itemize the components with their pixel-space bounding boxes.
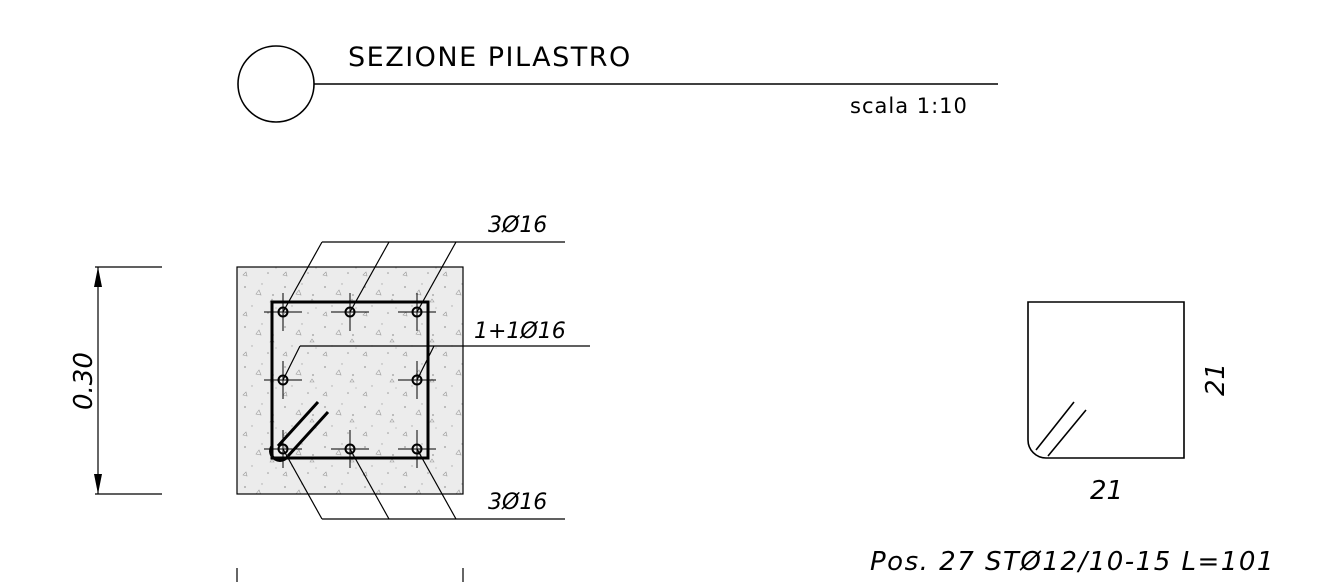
leader-side-bars xyxy=(282,345,590,381)
dim-arrow-bottom xyxy=(94,474,102,494)
stirrup-side-dimension: 21 xyxy=(1201,363,1231,396)
section-title: SEZIONE PILASTRO xyxy=(348,42,632,73)
height-dimension: 0.30 xyxy=(69,266,162,495)
section-hook-line-1 xyxy=(276,400,320,448)
title-block: SEZIONE PILASTRO scala 1:10 xyxy=(237,42,998,123)
scale-label: scala 1:10 xyxy=(850,94,968,118)
leader-top-bars xyxy=(282,241,565,313)
height-dimension-label: 0.30 xyxy=(69,352,99,410)
side-bars-label: 1+1Ø16 xyxy=(474,319,566,344)
column-section: 3Ø16 1+1Ø16 3Ø16 xyxy=(236,213,590,520)
stirrup-hook-line-2 xyxy=(1047,409,1087,457)
stirrup-detail: 21 21 Pos. 27 STØ12/10-15 L=101 xyxy=(870,301,1275,577)
top-bars-label: 3Ø16 xyxy=(488,213,547,238)
stirrup-detail-outline xyxy=(1027,301,1185,459)
leader-bottom-bars xyxy=(282,448,565,520)
stirrup-position-label: Pos. 27 STØ12/10-15 L=101 xyxy=(870,547,1275,577)
dim-arrow-top xyxy=(94,267,102,287)
section-marker-circle xyxy=(237,45,315,123)
stirrup-bottom-dimension: 21 xyxy=(1090,476,1123,506)
stirrup-hook-line-1 xyxy=(1035,401,1075,451)
bottom-bars-label: 3Ø16 xyxy=(488,490,547,515)
